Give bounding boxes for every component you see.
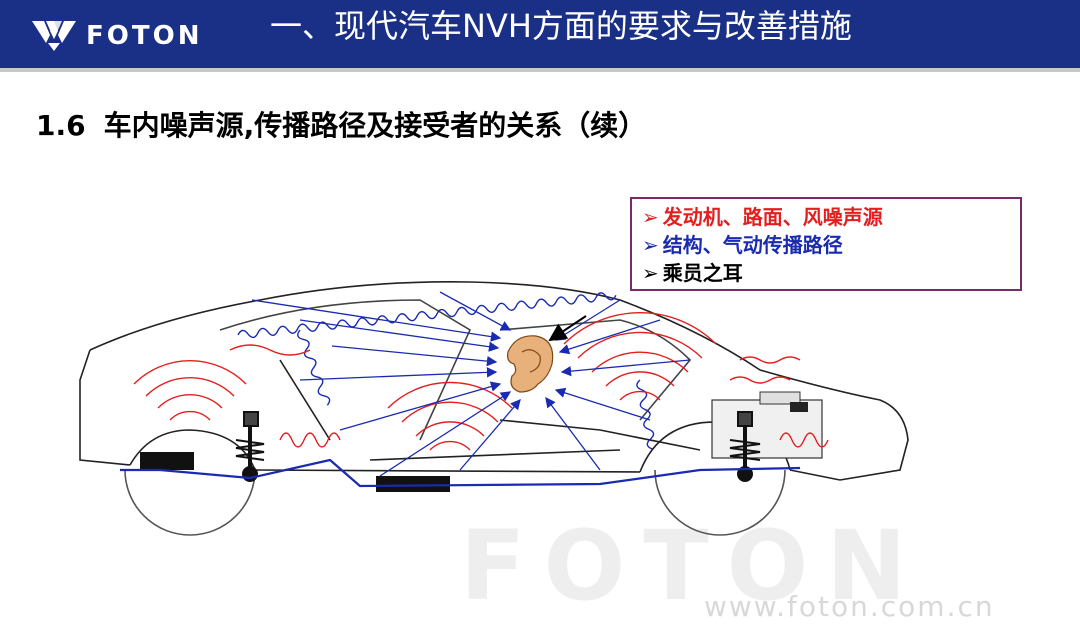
legend-arrow-icon: ➢: [642, 205, 659, 229]
header-divider: [0, 68, 1080, 72]
header-bar: [0, 0, 1080, 68]
car-nvh-diagram: [79, 281, 909, 536]
legend-item-noise-source: ➢发动机、路面、风噪声源: [642, 203, 1010, 231]
legend-label: 结构、气动传播路径: [662, 233, 843, 257]
section-number: 1.6: [36, 109, 86, 142]
air-path-arrow: [548, 315, 587, 342]
legend-arrow-icon: ➢: [642, 261, 659, 285]
slide-title: 一、现代汽车NVH方面的要求与改善措施: [270, 7, 852, 45]
exhaust-mufflers: [140, 452, 450, 492]
engine-block: [711, 391, 823, 459]
legend-box: ➢发动机、路面、风噪声源 ➢结构、气动传播路径 ➢乘员之耳: [630, 197, 1022, 291]
section-heading: 1.6 车内噪声源,传播路径及接受者的关系（续）: [36, 104, 646, 144]
front-suspension: [729, 411, 761, 482]
roof-wave-path: [237, 292, 655, 450]
legend-item-path: ➢结构、气动传播路径: [642, 231, 1010, 259]
legend-label: 发动机、路面、风噪声源: [662, 205, 883, 229]
structural-path-line: [120, 458, 801, 488]
noise-source-waves: [133, 312, 829, 451]
logo-text: FOTON: [86, 21, 203, 51]
website-watermark: www.foton.com.cn: [704, 590, 995, 623]
legend-arrow-icon: ➢: [642, 233, 659, 257]
passenger-ear: [507, 335, 554, 393]
legend-item-receiver: ➢乘员之耳: [642, 259, 1010, 287]
legend-label: 乘员之耳: [662, 261, 743, 285]
foton-watermark: FOTON: [460, 510, 925, 622]
section-heading-text: 车内噪声源,传播路径及接受者的关系（续）: [103, 109, 647, 142]
path-arrows: [251, 291, 691, 477]
foton-logo-icon: [32, 21, 76, 51]
foton-logo: FOTON: [32, 16, 202, 56]
